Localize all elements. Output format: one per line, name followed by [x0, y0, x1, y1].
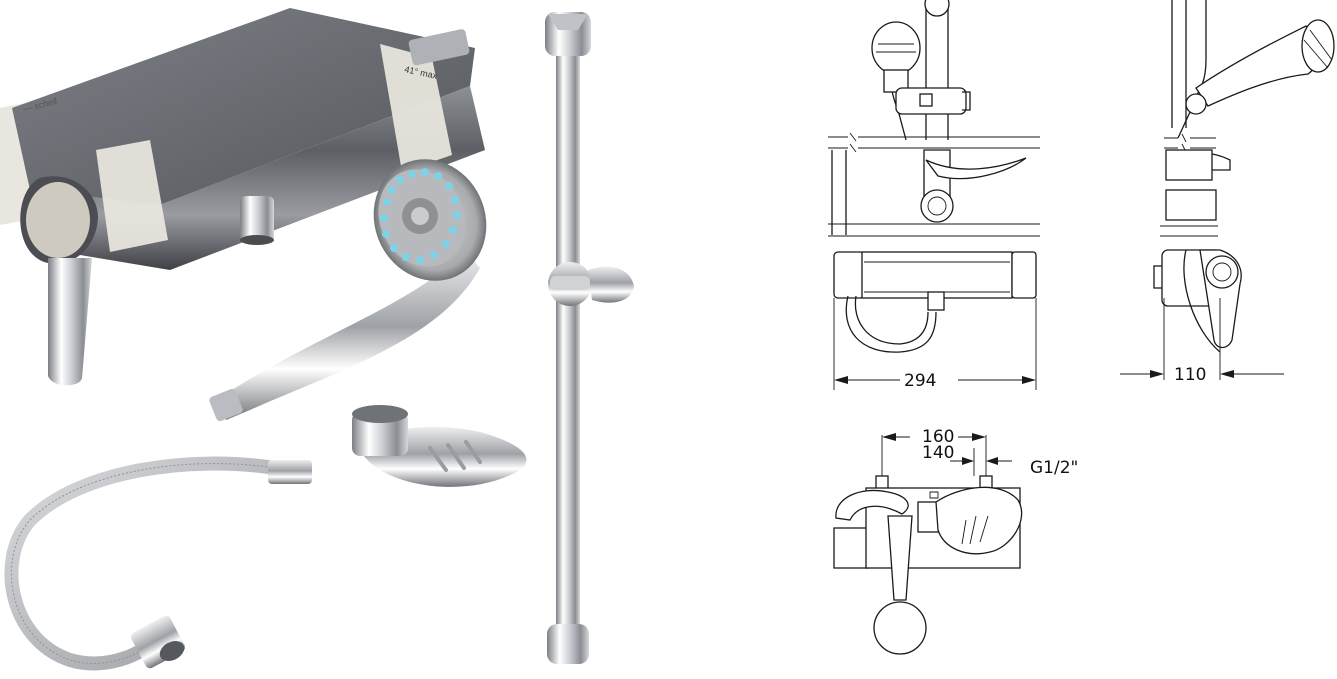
- dim-width-label: 294: [904, 371, 936, 391]
- mixer-side-drawing: 110: [1120, 249, 1284, 385]
- dim-depth-label: 110: [1174, 365, 1206, 385]
- nozzle-ring: [380, 168, 461, 264]
- thermostatic-mixer: 41° max — schell: [0, 8, 485, 386]
- front-elevation-drawing: [828, 0, 1040, 237]
- shower-hose: [4, 456, 312, 671]
- dim-thread-label: G1/2": [1030, 458, 1078, 478]
- soap-dish: [352, 405, 527, 487]
- dim-spacing-outer-label: 160: [922, 427, 954, 447]
- hand-shower: [209, 159, 487, 422]
- slide-rail: [545, 12, 634, 664]
- plan-view-drawing: 160 140 G1/2": [833, 427, 1078, 655]
- mixer-front-drawing: 294: [833, 251, 1037, 391]
- dim-spacing-inner-label: 140: [922, 443, 954, 463]
- side-elevation-drawing: [1160, 0, 1335, 237]
